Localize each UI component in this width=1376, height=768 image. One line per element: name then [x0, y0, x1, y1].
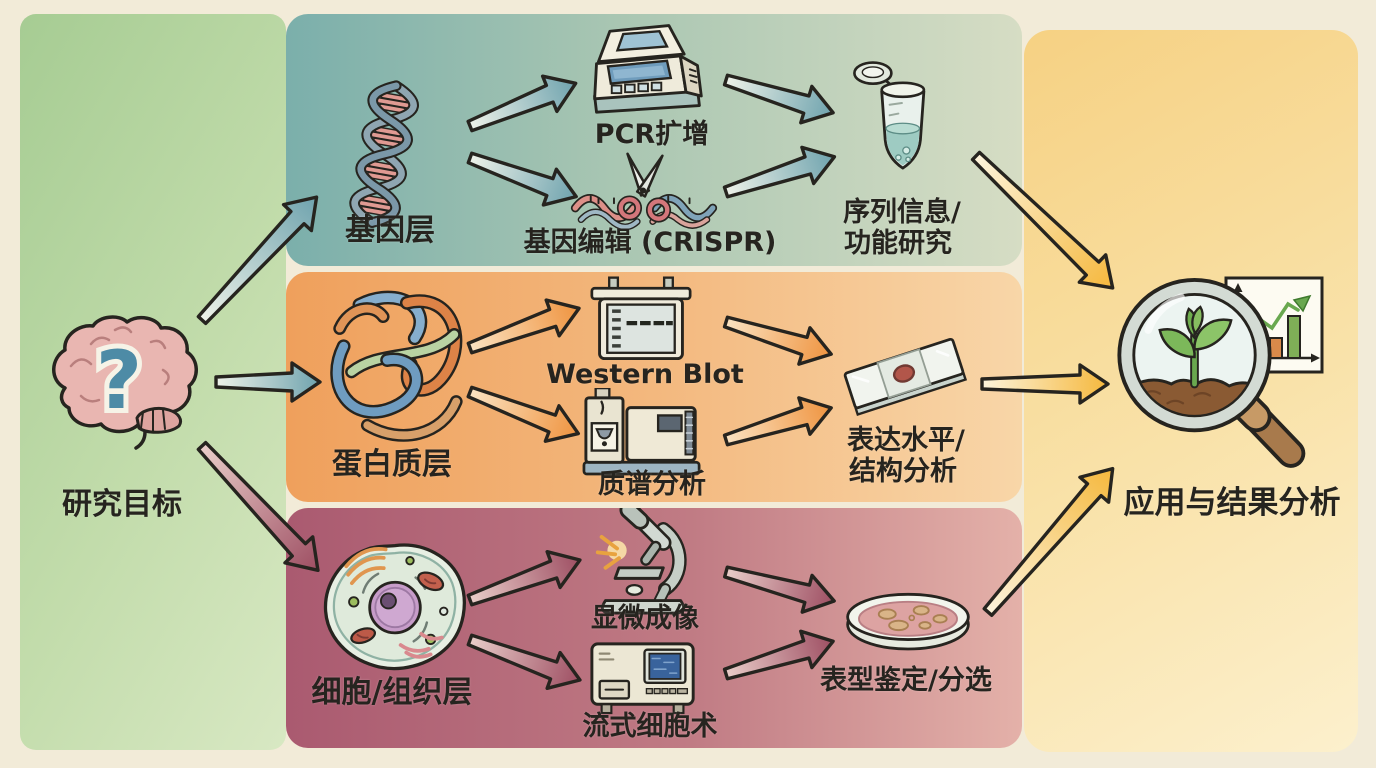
arrow-cell-to-result [982, 466, 1115, 617]
cell-layer-label: 细胞/组织层 [311, 675, 473, 710]
microscopy-label: 显微成像 [591, 603, 699, 634]
arrow-protein-to-wb [466, 298, 581, 355]
arrow-cell-to-microscopy [466, 550, 582, 607]
arrow-ms-to-output [722, 396, 833, 447]
protein-output-line1: 表达水平/ [847, 425, 965, 456]
protein-output-line2: 结构分析 [849, 456, 957, 487]
brain-question-icon: ? [40, 314, 202, 450]
microtube-icon [850, 52, 938, 198]
dna-helix-icon [322, 70, 446, 240]
microscope-icon [592, 508, 698, 616]
arrow-protein-to-result [980, 363, 1110, 405]
research-goal-label: 研究目标 [62, 487, 182, 522]
crispr-label: 基因编辑 (CRISPR) [523, 227, 777, 258]
dna-rungs [355, 92, 413, 217]
arrow-pcr-to-output [722, 73, 835, 125]
pcr-label: PCR扩增 [594, 119, 710, 150]
result-label: 应用与结果分析 [1123, 485, 1341, 521]
microscope-slide-icon [840, 325, 968, 423]
petri-dish-icon [842, 578, 974, 670]
arrow-goal-to-cell [196, 440, 320, 573]
protein-layer-label: 蛋白质层 [332, 447, 452, 482]
flow-cytometry-label: 流式细胞术 [582, 711, 718, 742]
arrow-protein-to-ms [466, 385, 580, 443]
mass-spec-label: 质谱分析 [598, 469, 706, 500]
mass-spectrometer-icon [582, 388, 704, 478]
western-blot-label: Western Blot [546, 359, 744, 390]
cell-output-label: 表型鉴定/分选 [820, 665, 992, 696]
crispr-scissors-icon [570, 148, 718, 240]
protein-structure-icon [316, 276, 474, 456]
arrow-dna-to-crispr [466, 151, 578, 207]
question-mark-glyph: ? [96, 334, 142, 427]
arrow-dna-to-pcr [466, 74, 578, 133]
arrow-microscopy-to-output [723, 565, 836, 614]
arrow-crispr-to-output [722, 145, 837, 199]
magnifier-plant-icon [1102, 262, 1314, 480]
pcr-machine-icon [585, 16, 709, 116]
western-blot-icon [588, 276, 694, 366]
arrow-cell-to-flow [466, 633, 582, 690]
arrow-flow-to-output [722, 629, 835, 681]
arrow-goal-to-protein [214, 361, 322, 403]
arrow-wb-to-output [722, 315, 833, 366]
arrow-goal-to-gene [196, 195, 319, 326]
gene-layer-label: 基因层 [345, 213, 435, 248]
cell-icon [320, 540, 470, 676]
gene-output-line1: 序列信息/ [843, 197, 961, 228]
flow-cytometer-icon [588, 632, 700, 722]
arrow-gene-to-result [970, 150, 1115, 290]
gene-output-line2: 功能研究 [844, 228, 952, 259]
